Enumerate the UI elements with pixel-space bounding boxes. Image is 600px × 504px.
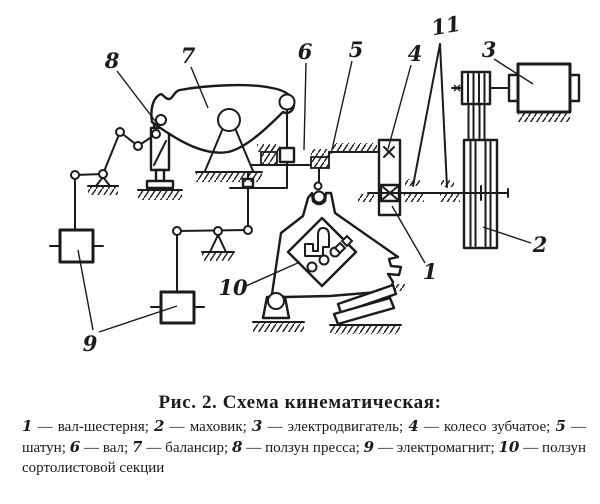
wedge-lower (332, 296, 396, 326)
label-7: 7 (181, 43, 196, 68)
slider-bottom-joint (267, 292, 285, 310)
leader-lines (77, 58, 534, 333)
balancer-end-joint (278, 93, 296, 111)
kinematic-diagram: 8 7 6 5 4 11 3 2 1 10 9 (49, 11, 581, 356)
electromagnet-left (49, 228, 104, 264)
balancer-pivot-joint (217, 108, 241, 132)
v-belt (412, 43, 448, 188)
label-11: 11 (429, 11, 462, 41)
electric-motor (451, 62, 581, 141)
crankshaft (251, 143, 394, 204)
key-profile (304, 227, 330, 257)
label-5: 5 (349, 37, 364, 62)
legend-text: 1 — вал-шестерня; 2 — маховик; 3 — элект… (22, 417, 587, 477)
label-6: 6 (298, 39, 313, 64)
gear-wheel (377, 138, 402, 217)
label-4: 4 (408, 41, 423, 66)
balancer (150, 83, 296, 189)
motor-pulley (460, 70, 492, 106)
label-9: 9 (83, 331, 98, 356)
part-labels: 8 7 6 5 4 11 3 2 1 10 9 (83, 11, 548, 356)
label-8: 8 (104, 48, 120, 73)
wedge-upper (336, 283, 398, 315)
label-1: 1 (423, 259, 438, 284)
electromagnet-right (150, 234, 205, 325)
label-3: 3 (482, 37, 497, 62)
motor-body (516, 62, 572, 114)
figure-caption: Рис. 2. Схема кинематическая: 1 — вал-ше… (0, 386, 600, 479)
sheet-section-slider (252, 191, 405, 334)
label-10: 10 (218, 275, 248, 300)
brake-linkage (74, 131, 157, 231)
revolute-joints (70, 114, 253, 236)
crank-pin-joint (312, 190, 326, 204)
figure-title: Рис. 2. Схема кинематическая: (158, 392, 442, 413)
control-linkage (176, 171, 288, 261)
label-2: 2 (532, 232, 548, 257)
